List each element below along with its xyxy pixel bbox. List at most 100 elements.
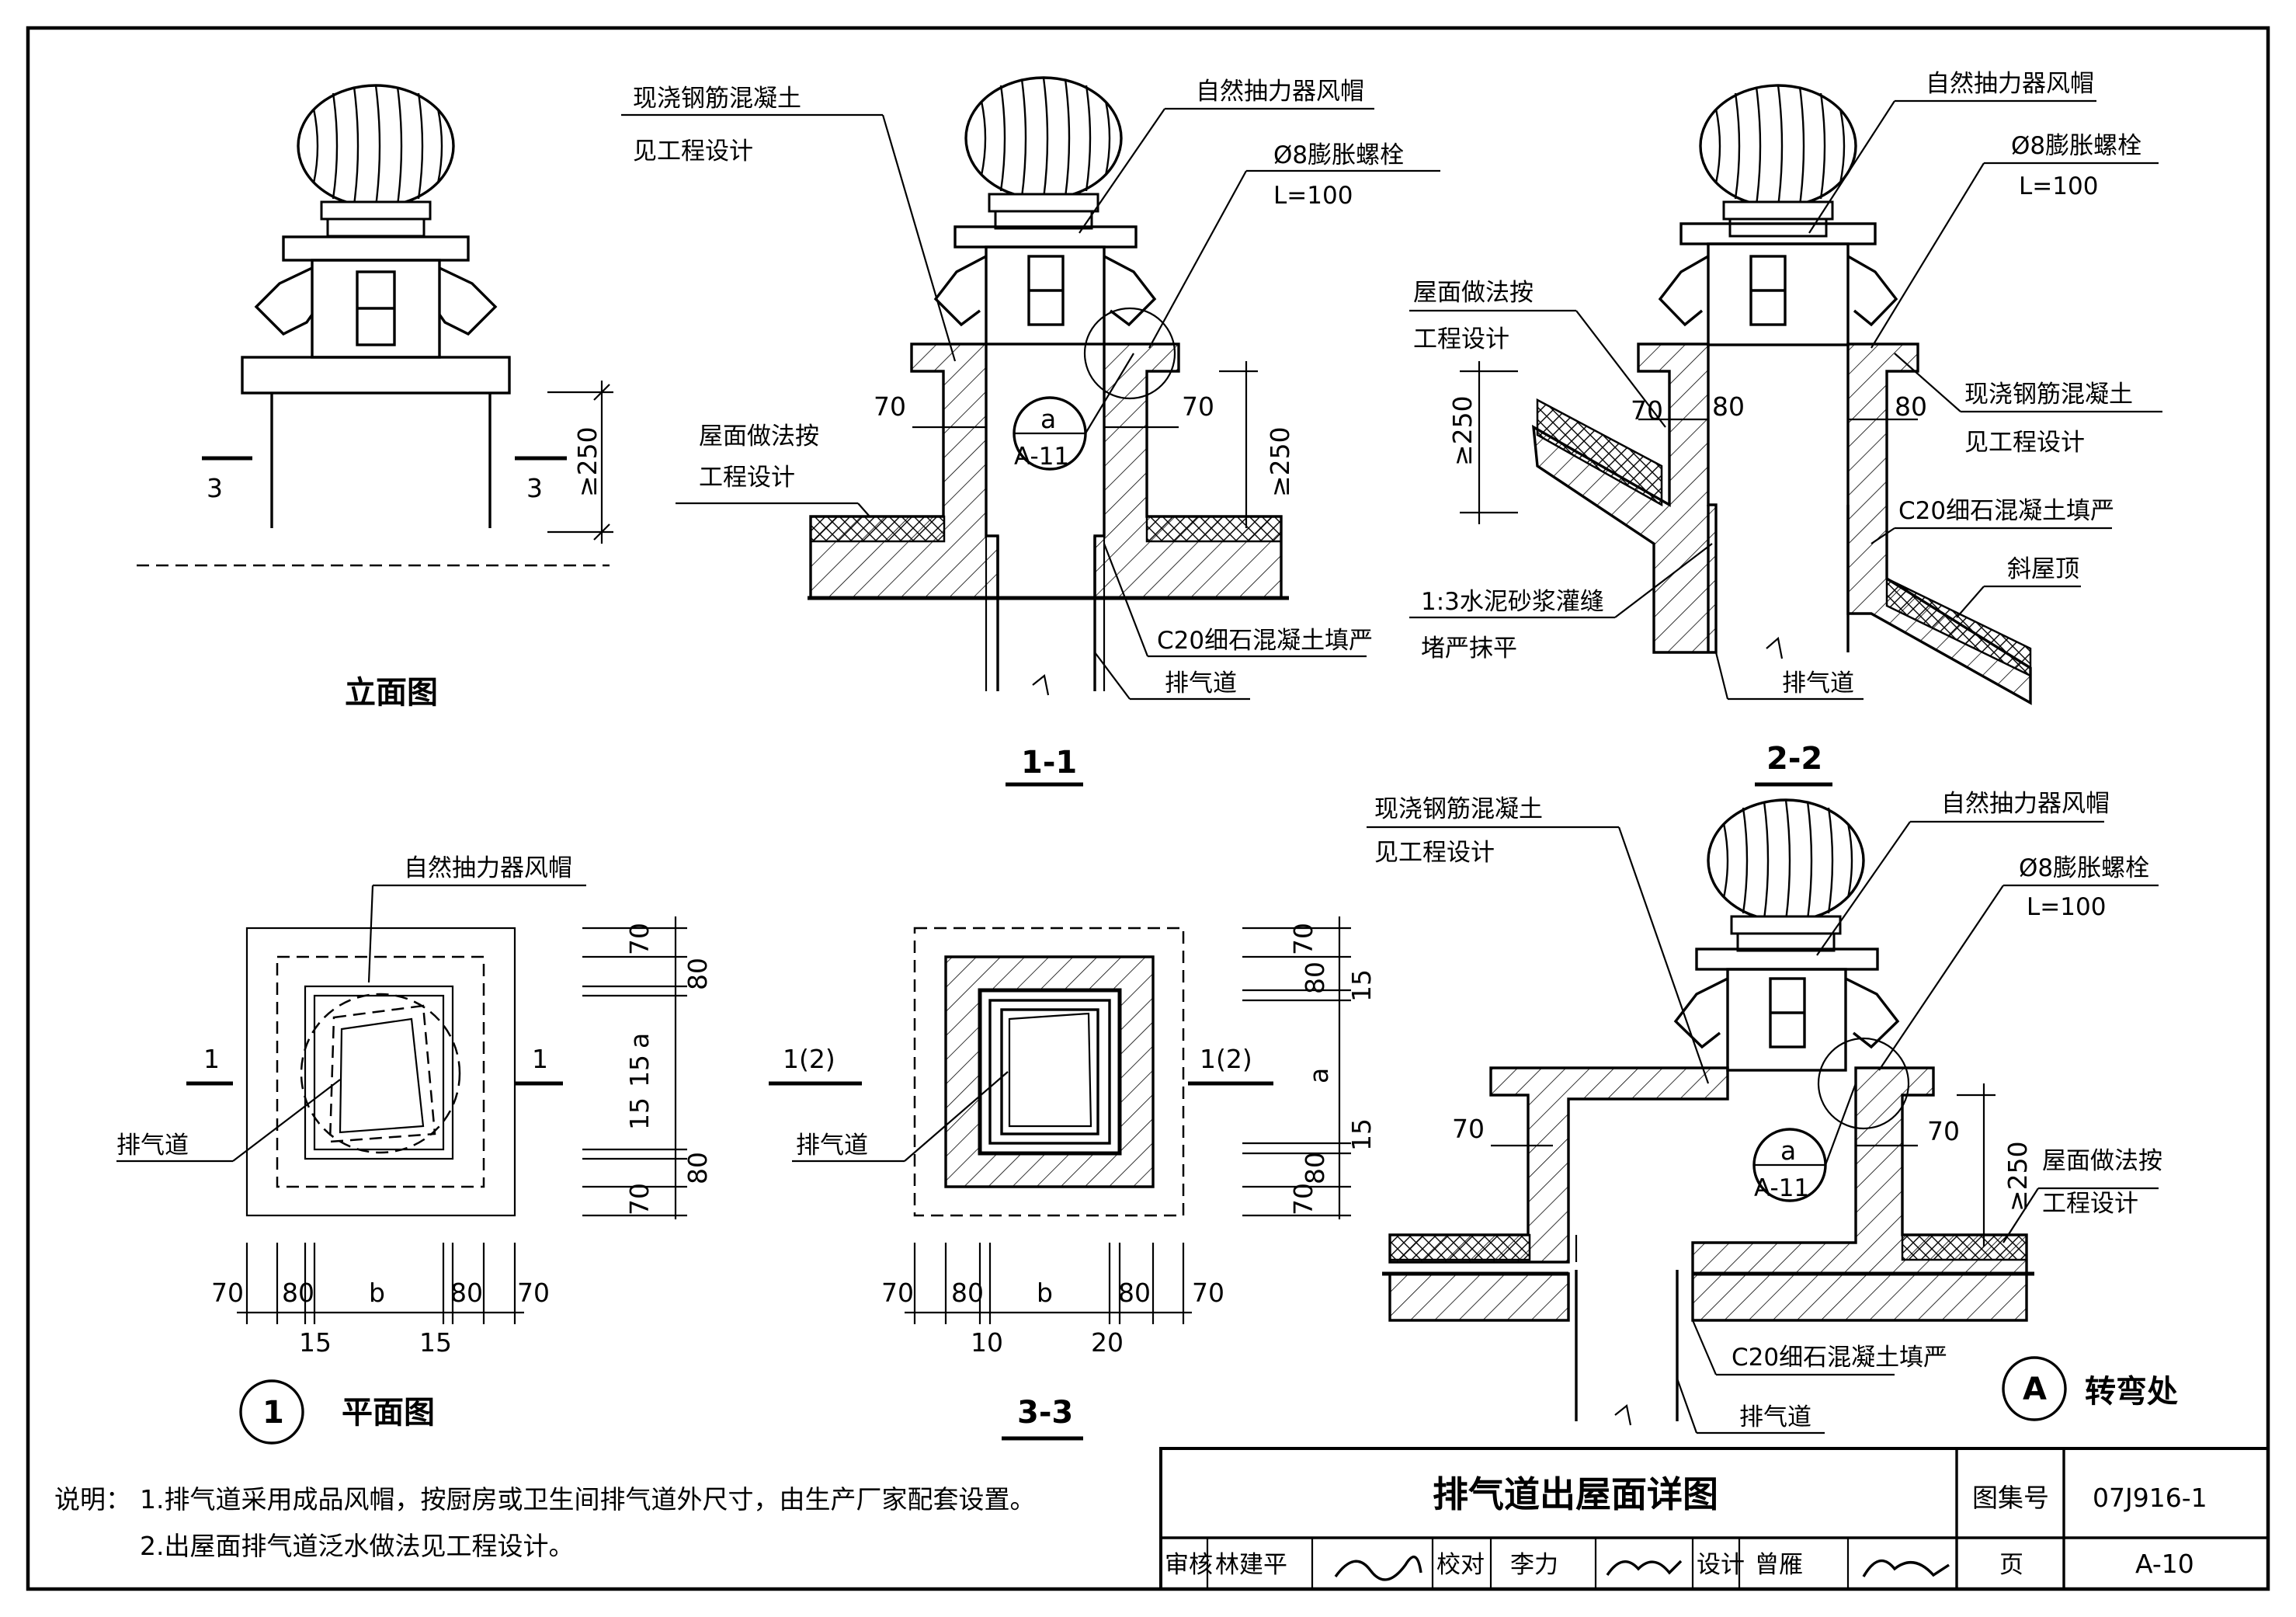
s11-duct-label: 排气道: [1165, 669, 1237, 697]
s22-roof-l1: 屋面做法按: [1413, 279, 1534, 307]
s11-bolt-len: L=100: [1273, 182, 1353, 210]
detail-a: a A-11 现浇钢筋混凝土 见工程设计 自然抽力器风帽 Ø8膨胀螺栓 L=10…: [1367, 790, 2178, 1434]
s22-bolt-len: L=100: [2019, 172, 2098, 200]
tb-check-label: 校对: [1436, 1551, 1485, 1579]
da-concrete-l2: 见工程设计: [1374, 839, 1495, 867]
tb-atlas-label: 图集号: [1972, 1483, 2049, 1513]
plan-section-mark-left: 1: [203, 1044, 220, 1074]
s33-mark-right: 1(2): [1200, 1044, 1252, 1074]
plan-circle-text: 1: [262, 1395, 284, 1431]
tb-title: 排气道出屋面详图: [1433, 1473, 1718, 1515]
detail-ref-top-1: a: [1040, 404, 1056, 434]
da-fill-label: C20细石混凝土填严: [1732, 1344, 1947, 1372]
s33-duct-label: 排气道: [796, 1132, 868, 1160]
s22-dim-height: ≥250: [1447, 395, 1478, 466]
detail-ref-bottom-1: A-11: [1014, 443, 1069, 471]
s11-bolt-label: Ø8膨胀螺栓: [1273, 141, 1404, 169]
s33-vdim-4: 15: [1346, 1118, 1377, 1151]
s11-caption: 1-1: [1021, 745, 1077, 781]
da-bolt-label: Ø8膨胀螺栓: [2019, 854, 2149, 882]
tb-page-label: 页: [1999, 1551, 2023, 1579]
s11-roof-l2: 工程设计: [699, 464, 795, 492]
detail-a-caption: 转弯处: [2085, 1374, 2178, 1410]
da-roof-l2: 工程设计: [2042, 1190, 2138, 1218]
s33-vdim-0: 70: [1288, 923, 1318, 955]
s22-bolt-label: Ø8膨胀螺栓: [2011, 132, 2141, 160]
s11-concrete-l2: 见工程设计: [633, 137, 753, 165]
s22-cap-label: 自然抽力器风帽: [1926, 70, 2094, 98]
tb-review-label: 审核: [1165, 1551, 1213, 1579]
elev-section-mark-left: 3: [207, 473, 223, 503]
s22-dim-80a: 80: [1712, 391, 1745, 422]
elev-dim-250: ≥250: [572, 426, 603, 497]
s11-fill-label: C20细石混凝土填严: [1157, 627, 1373, 655]
tb-design-signature: [1862, 1559, 1950, 1577]
s11-dim-height: ≥250: [1265, 426, 1295, 497]
s33-vdim-5: 80: [1300, 1152, 1330, 1184]
s22-mortar-l1: 1:3水泥砂浆灌缝: [1421, 588, 1604, 616]
plan-hdim-small-1: 15: [419, 1327, 452, 1358]
plan-circle-number: [239, 1379, 304, 1445]
plan-vdim-0: 70: [624, 923, 655, 955]
s22-caption: 2-2: [1766, 741, 1822, 777]
detail-a-ref-top: a: [1780, 1135, 1796, 1166]
da-bolt-len: L=100: [2027, 893, 2106, 921]
s11-dim-right: 70: [1182, 391, 1214, 422]
tb-atlas-value: 07J916-1: [2093, 1483, 2207, 1513]
s33-hdim-small-0: 10: [971, 1327, 1003, 1358]
s22-concrete-l2: 见工程设计: [1964, 429, 2085, 457]
detail-a-ref-bottom: A-11: [1754, 1174, 1809, 1202]
s11-dim-left: 70: [874, 391, 906, 422]
s22-dim-80b: 80: [1895, 391, 1927, 422]
section-2-2: 自然抽力器风帽 Ø8膨胀螺栓 L=100 屋面做法按 工程设计 现浇钢筋混凝土 …: [1409, 70, 2162, 787]
notes-line2: 2.出屋面排气道泛水做法见工程设计。: [140, 1531, 575, 1561]
s22-dim-70: 70: [1631, 395, 1663, 426]
s22-concrete-l1: 现浇钢筋混凝土: [1964, 381, 2133, 409]
plan-cap-label: 自然抽力器风帽: [404, 854, 572, 882]
plan-vdim-6: 70: [624, 1183, 655, 1215]
da-dim-right: 70: [1927, 1116, 1960, 1146]
plan-caption: 平面图: [342, 1395, 435, 1431]
tb-review-name: 林建平: [1215, 1551, 1287, 1579]
s22-duct-label: 排气道: [1782, 669, 1854, 697]
notes-line1: 1.排气道采用成品风帽，按厨房或卫生间排气道外尺寸，由生产厂家配套设置。: [140, 1484, 1036, 1514]
s33-hdim-4: 70: [1192, 1278, 1224, 1308]
s33-hdim-1: 80: [951, 1278, 984, 1308]
plan-hdim-1: 80: [282, 1278, 314, 1308]
s33-mark-left: 1(2): [783, 1044, 835, 1074]
da-dim-left: 70: [1452, 1114, 1485, 1144]
plan-hdim-small-0: 15: [299, 1327, 332, 1358]
plan-duct-label: 排气道: [116, 1132, 189, 1160]
plan-vdim-5: 80: [683, 1152, 713, 1184]
plan-hdim-2: b: [369, 1278, 385, 1308]
da-concrete-l1: 现浇钢筋混凝土: [1374, 795, 1543, 823]
s11-concrete-l1: 现浇钢筋混凝土: [633, 85, 801, 113]
s22-fill-label: C20细石混凝土填严: [1898, 497, 2114, 525]
da-dim-height: ≥250: [2002, 1141, 2033, 1212]
plan-section-mark-right: 1: [532, 1044, 548, 1074]
s33-vdim-2: 15: [1346, 969, 1377, 1002]
tb-design-name: 曾雁: [1755, 1551, 1803, 1579]
plan-hdim-4: 70: [517, 1278, 550, 1308]
s33-vdim-3: a: [1304, 1068, 1334, 1083]
tb-review-signature: [1334, 1555, 1422, 1581]
elevation-view: 3 3 ≥250 立面图: [137, 84, 613, 711]
da-cap-label: 自然抽力器风帽: [1941, 790, 2110, 818]
detail-a-circle-letter: A: [2023, 1372, 2047, 1407]
tb-check-signature: [1606, 1560, 1683, 1576]
plan-hdim-0: 70: [211, 1278, 244, 1308]
elev-caption: 立面图: [345, 675, 438, 711]
s33-hdim-small-1: 20: [1091, 1327, 1124, 1358]
s33-hdim-2: b: [1037, 1278, 1053, 1308]
plan-vdim-3: 15: [624, 1055, 655, 1087]
s33-hdim-0: 70: [881, 1278, 914, 1308]
s22-mortar-l2: 堵严抹平: [1421, 635, 1517, 662]
tb-page-value: A-10: [2135, 1549, 2194, 1579]
plan-view: 1 1 自然抽力器风帽 排气道 70 80 a 15 15 80 70: [116, 854, 713, 1445]
detail-a-circle: [2002, 1356, 2067, 1421]
da-duct-label: 排气道: [1739, 1403, 1811, 1431]
s11-cap-label: 自然抽力器风帽: [1196, 78, 1364, 106]
title-block: 排气道出屋面详图 图集号 07J916-1 审核 林建平 校对 李力 设计 曾雁…: [1159, 1447, 2270, 1591]
plan-vdim-4: 15: [624, 1097, 655, 1130]
